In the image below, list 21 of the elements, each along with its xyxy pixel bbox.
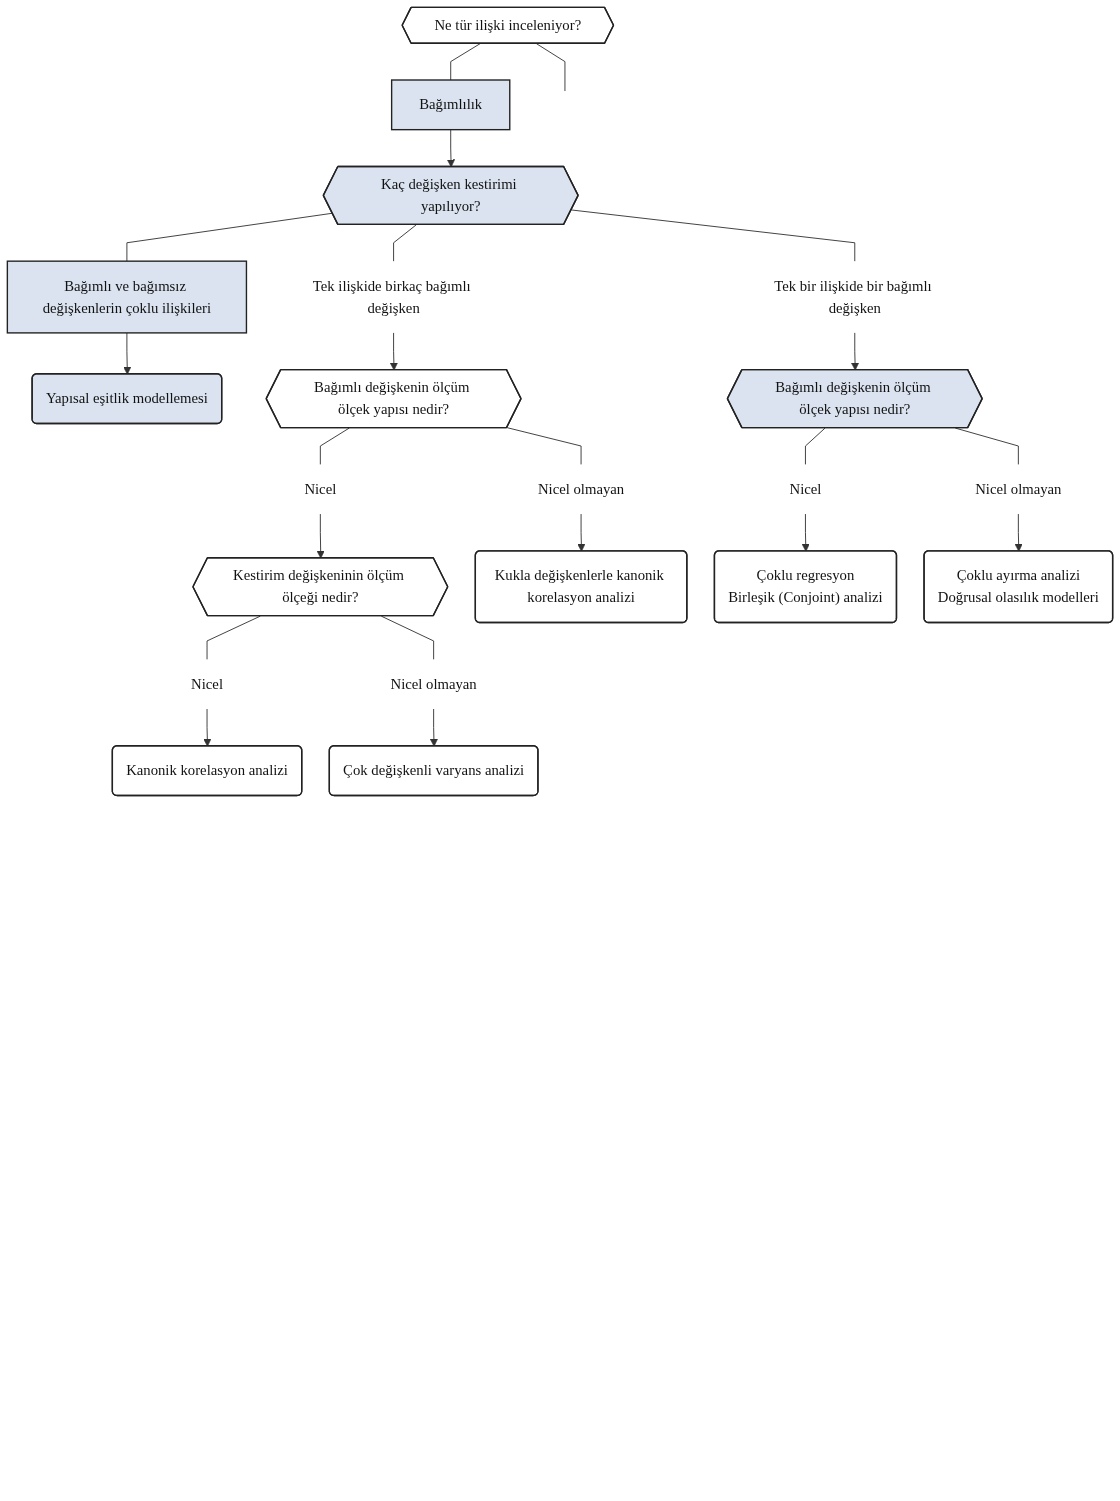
node-text: Nicel	[789, 480, 822, 497]
node-text: Nicel	[304, 480, 337, 497]
node-text: Nicel olmayan	[537, 480, 625, 497]
connector	[450, 43, 481, 81]
connector	[393, 224, 417, 262]
connector	[954, 427, 1019, 465]
connector	[506, 427, 582, 465]
connector	[536, 43, 566, 92]
connector	[571, 209, 856, 262]
node-text: Nicel olmayan	[390, 675, 477, 692]
connector	[319, 427, 350, 465]
node-text: Nicel olmayan	[975, 480, 1062, 497]
connector	[126, 212, 333, 262]
connector	[805, 427, 826, 465]
node-box: Bağımlılık	[390, 79, 511, 131]
node-text: Tek ilişkide birkaç bağımlı değişken	[312, 277, 471, 316]
node-text: Nicel	[191, 675, 223, 692]
node-box: Bağımlı ve bağımsız değişkenlerin çoklu ilişkileri	[6, 260, 248, 334]
connector	[380, 615, 435, 660]
node-text: Tek bir ilişkide bir bağımlı değişken	[774, 277, 932, 316]
connector	[206, 615, 261, 660]
